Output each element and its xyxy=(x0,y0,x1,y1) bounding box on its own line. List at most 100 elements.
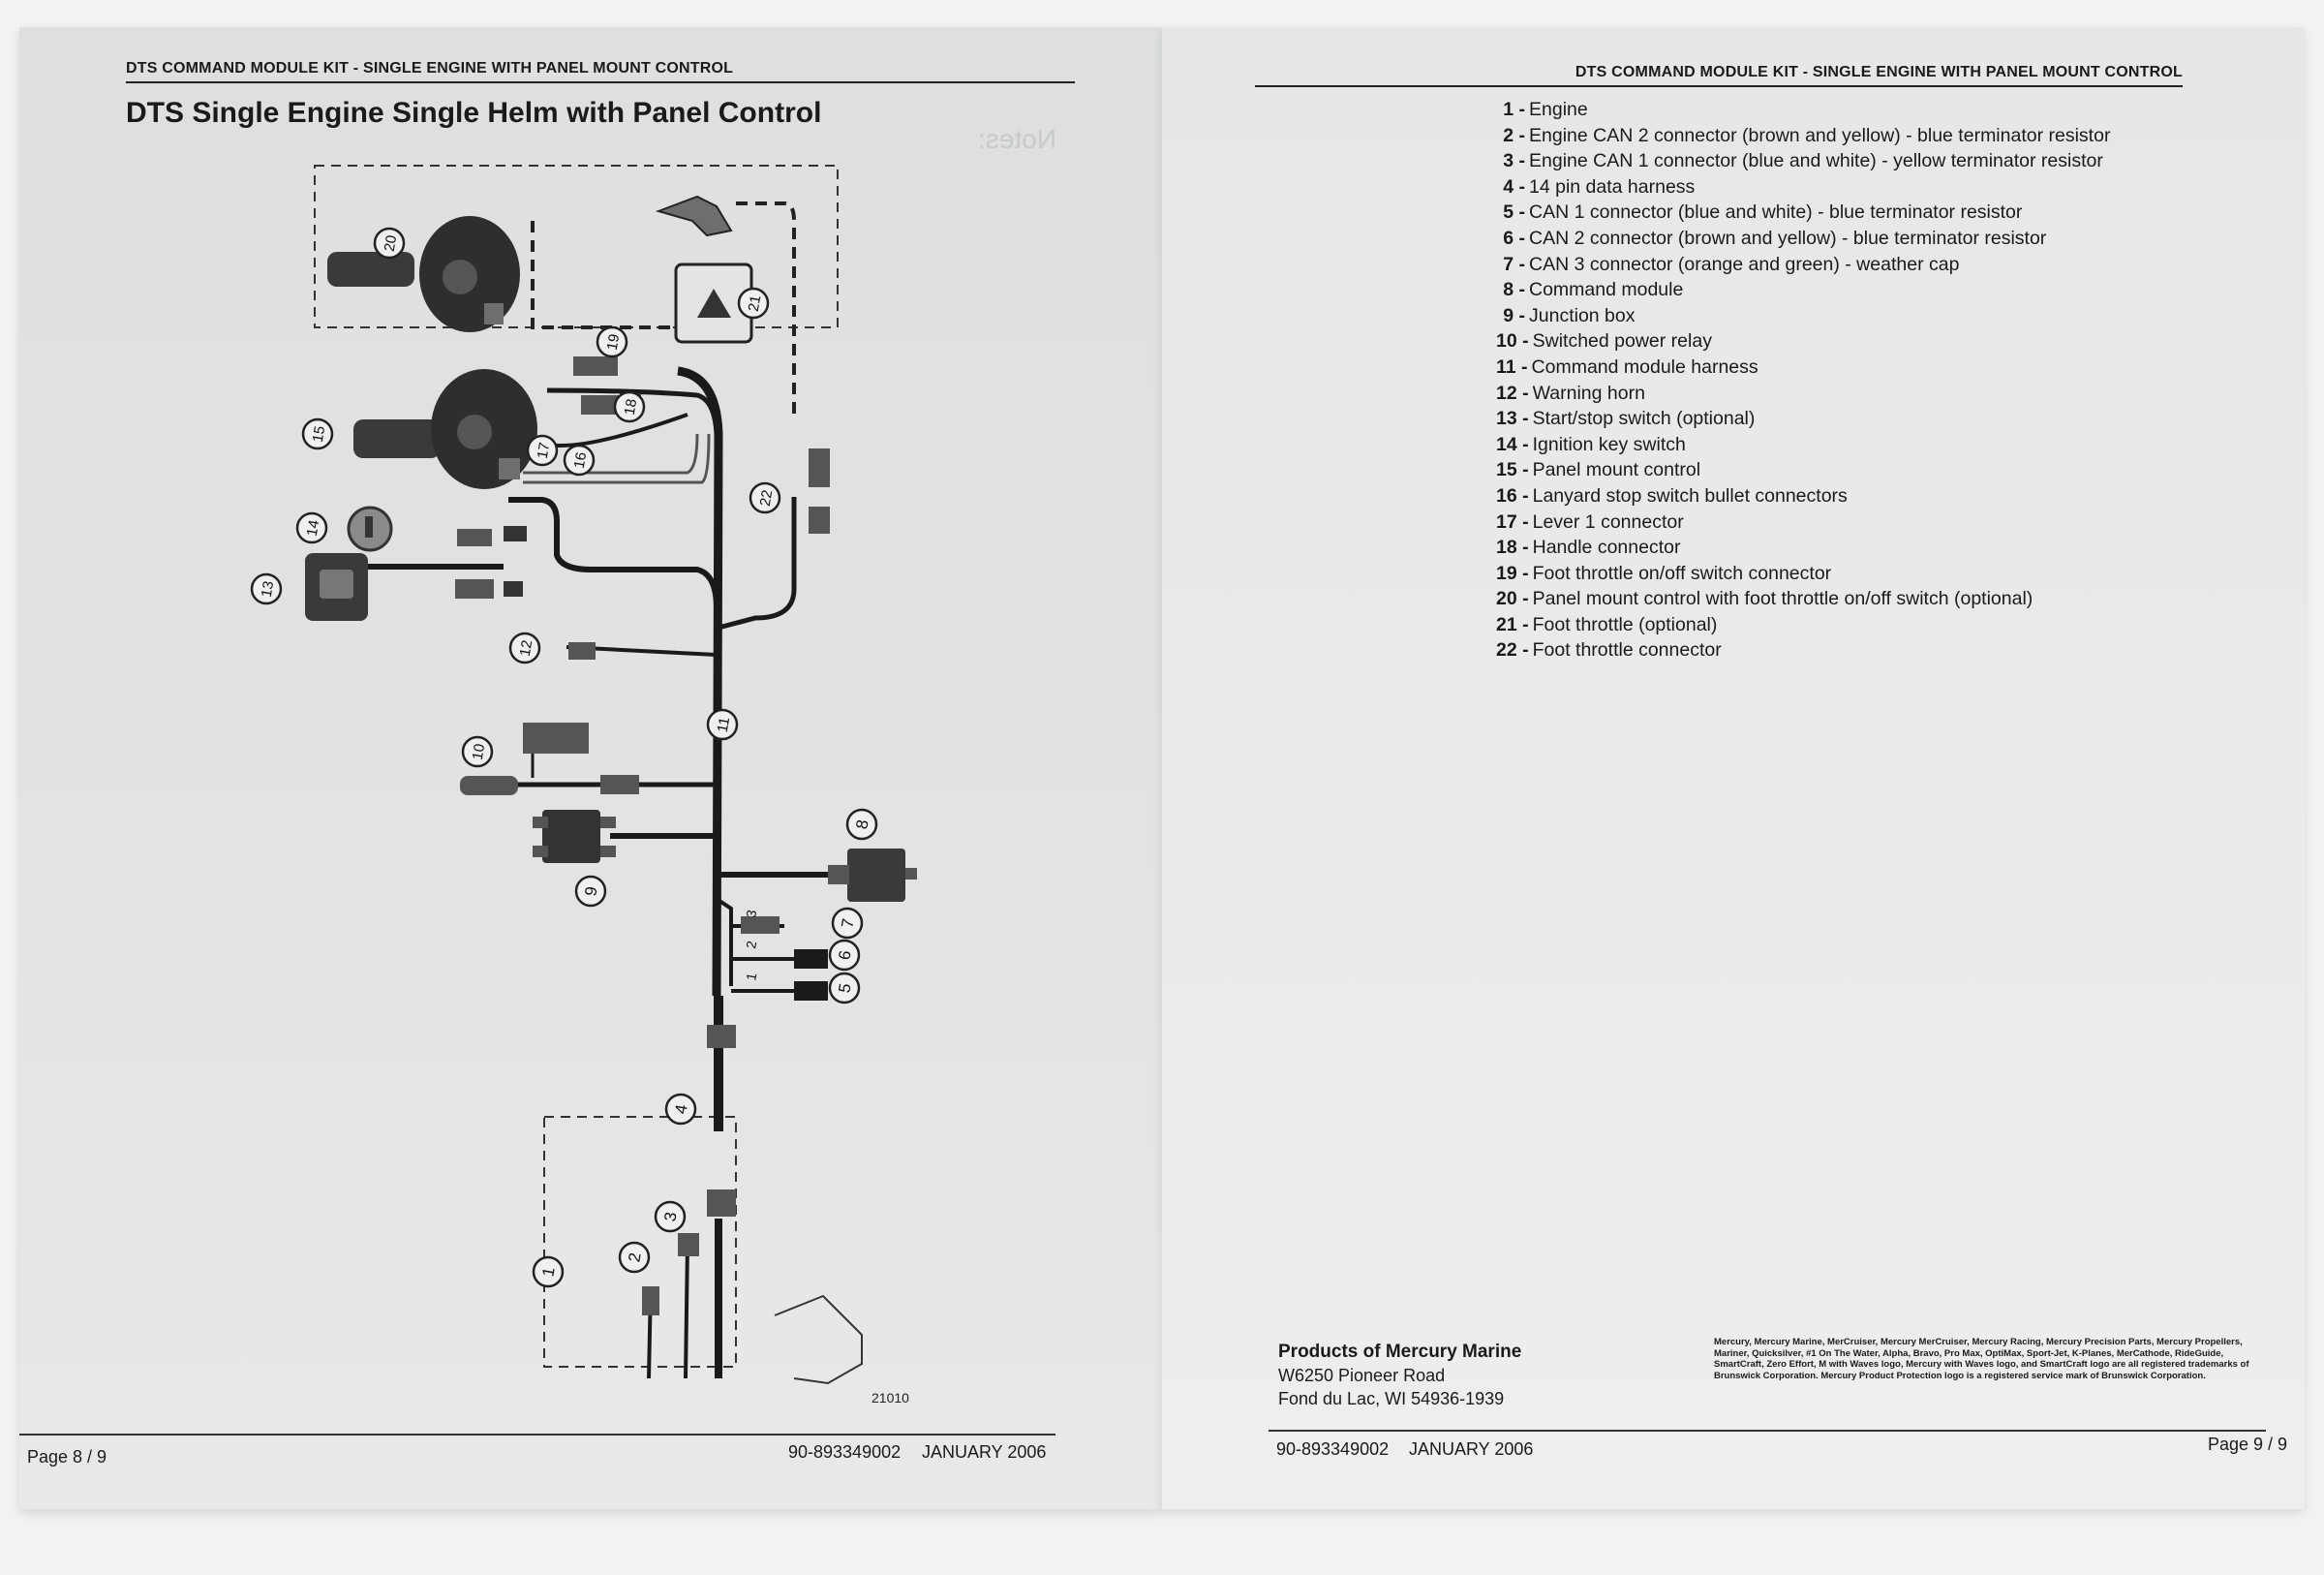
part-label: Engine xyxy=(1529,99,1588,120)
svg-text:21: 21 xyxy=(746,294,765,313)
svg-text:22: 22 xyxy=(757,489,777,508)
callout-17: 17 xyxy=(526,434,559,467)
company-title: Products of Mercury Marine xyxy=(1278,1342,1522,1362)
callout-9: 9 xyxy=(574,875,607,908)
callout-13: 13 xyxy=(250,572,283,605)
part-item: 7 -CAN 3 connector (orange and green) - … xyxy=(1496,252,2110,278)
part-label: Panel mount control with foot throttle o… xyxy=(1532,588,2034,610)
svg-text:7: 7 xyxy=(838,917,857,930)
part-number: 19 - xyxy=(1496,562,1529,584)
part-number: 7 - xyxy=(1503,253,1525,275)
svg-text:19: 19 xyxy=(604,333,624,352)
callout-18: 18 xyxy=(613,390,646,423)
right-page-label: Page 9 / 9 xyxy=(2208,1435,2288,1454)
figure-code: 21010 xyxy=(872,1390,909,1405)
part-number: 1 - xyxy=(1503,99,1525,120)
company-block: Products of Mercury Marine W6250 Pioneer… xyxy=(1278,1341,1521,1410)
part-number: 20 - xyxy=(1496,588,1529,610)
part-item: 5 -CAN 1 connector (blue and white) - bl… xyxy=(1496,200,2110,226)
part-item: 14 -Ignition key switch xyxy=(1496,432,2110,458)
panel-mount-control-20 xyxy=(327,216,520,332)
part-label: Junction box xyxy=(1529,304,1636,326)
company-address-2: Fond du Lac, WI 54936-1939 xyxy=(1278,1389,1505,1408)
part-item: 1 -Engine xyxy=(1496,97,2110,123)
part-item: 19 -Foot throttle on/off switch connecto… xyxy=(1496,561,2110,587)
callout-3: 3 xyxy=(654,1200,687,1233)
part-item: 6 -CAN 2 connector (brown and yellow) - … xyxy=(1496,226,2110,252)
part-label: Switched power relay xyxy=(1532,330,1712,353)
part-label: Engine CAN 1 connector (blue and white) … xyxy=(1529,150,2103,172)
part-number: 17 - xyxy=(1496,510,1529,533)
callout-22: 22 xyxy=(749,481,781,514)
left-doc-number: 90-893349002 xyxy=(788,1442,902,1462)
callout-1: 1 xyxy=(532,1255,565,1288)
svg-text:10: 10 xyxy=(470,743,489,761)
svg-text:14: 14 xyxy=(304,519,323,538)
svg-text:12: 12 xyxy=(517,639,536,658)
switched-power-relay-10 xyxy=(460,723,639,795)
part-item: 9 -Junction box xyxy=(1496,303,2110,329)
part-label: Warning horn xyxy=(1532,382,1645,404)
svg-text:11: 11 xyxy=(715,716,733,733)
part-label: CAN 2 connector (brown and yellow) - blu… xyxy=(1529,227,2047,249)
part-item: 20 -Panel mount control with foot thrott… xyxy=(1496,586,2110,612)
part-number: 14 - xyxy=(1496,433,1529,455)
command-module-8 xyxy=(828,849,917,902)
part-item: 11 -Command module harness xyxy=(1496,355,2110,381)
foot-throttle-dashed-2 xyxy=(736,201,796,415)
part-number: 16 - xyxy=(1496,484,1529,507)
left-page: DTS COMMAND MODULE KIT - SINGLE ENGINE W… xyxy=(19,27,1162,1509)
part-number: 2 - xyxy=(1503,124,1525,146)
part-number: 13 - xyxy=(1496,408,1529,430)
part-label: Ignition key switch xyxy=(1532,433,1686,455)
left-page-label: Page 8 / 9 xyxy=(27,1447,107,1467)
part-label: Panel mount control xyxy=(1532,459,1701,481)
right-doc-number: 90-893349002 xyxy=(1276,1439,1390,1459)
svg-text:13: 13 xyxy=(259,580,278,599)
ignition-key-switch-14 xyxy=(347,506,393,552)
can-branch-label: 1 xyxy=(743,972,759,982)
part-item: 22 -Foot throttle connector xyxy=(1496,637,2110,664)
part-label: 14 pin data harness xyxy=(1529,175,1696,198)
main-harness xyxy=(677,366,723,997)
callout-7: 7 xyxy=(831,907,864,940)
part-item: 8 -Command module xyxy=(1496,277,2110,303)
part-label: Lanyard stop switch bullet connectors xyxy=(1532,484,1848,507)
part-number: 5 - xyxy=(1503,201,1525,224)
callout-12: 12 xyxy=(508,632,541,664)
right-date: JANUARY 2006 xyxy=(1409,1439,1534,1459)
part-number: 21 - xyxy=(1496,613,1529,635)
part-item: 18 -Handle connector xyxy=(1496,535,2110,561)
callout-11: 11 xyxy=(706,708,739,741)
callout-21: 21 xyxy=(737,287,770,320)
start-stop-switch-13 xyxy=(305,553,368,621)
callout-4: 4 xyxy=(664,1093,697,1126)
svg-text:17: 17 xyxy=(535,442,554,460)
callout-14: 14 xyxy=(295,511,328,544)
part-item: 2 -Engine CAN 2 connector (brown and yel… xyxy=(1496,123,2110,149)
svg-text:3: 3 xyxy=(660,1211,680,1223)
svg-text:16: 16 xyxy=(571,451,591,470)
part-number: 11 - xyxy=(1496,355,1528,378)
part-item: 16 -Lanyard stop switch bullet connector… xyxy=(1496,483,2110,510)
part-number: 15 - xyxy=(1496,459,1529,481)
diagram-title: DTS Single Engine Single Helm with Panel… xyxy=(126,97,822,129)
part-label: Foot throttle connector xyxy=(1532,639,1722,662)
part-number: 6 - xyxy=(1503,227,1525,249)
left-running-head: DTS COMMAND MODULE KIT - SINGLE ENGINE W… xyxy=(126,60,1075,83)
part-label: Engine CAN 2 connector (brown and yellow… xyxy=(1529,124,2111,146)
part-item: 13 -Start/stop switch (optional) xyxy=(1496,406,2110,432)
part-item: 17 -Lever 1 connector xyxy=(1496,510,2110,536)
svg-text:9: 9 xyxy=(581,885,600,898)
foot-throttle-dashed xyxy=(531,221,689,329)
part-item: 3 -Engine CAN 1 connector (blue and whit… xyxy=(1496,148,2110,174)
part-label: Foot throttle on/off switch connector xyxy=(1532,562,1832,584)
panel-mount-control-15 xyxy=(353,369,537,489)
svg-text:1: 1 xyxy=(538,1266,558,1279)
optional-control-box xyxy=(314,165,839,328)
callout-2: 2 xyxy=(618,1241,651,1274)
svg-text:5: 5 xyxy=(835,982,854,995)
part-label: Command module xyxy=(1529,279,1684,301)
part-number: 8 - xyxy=(1503,279,1525,301)
